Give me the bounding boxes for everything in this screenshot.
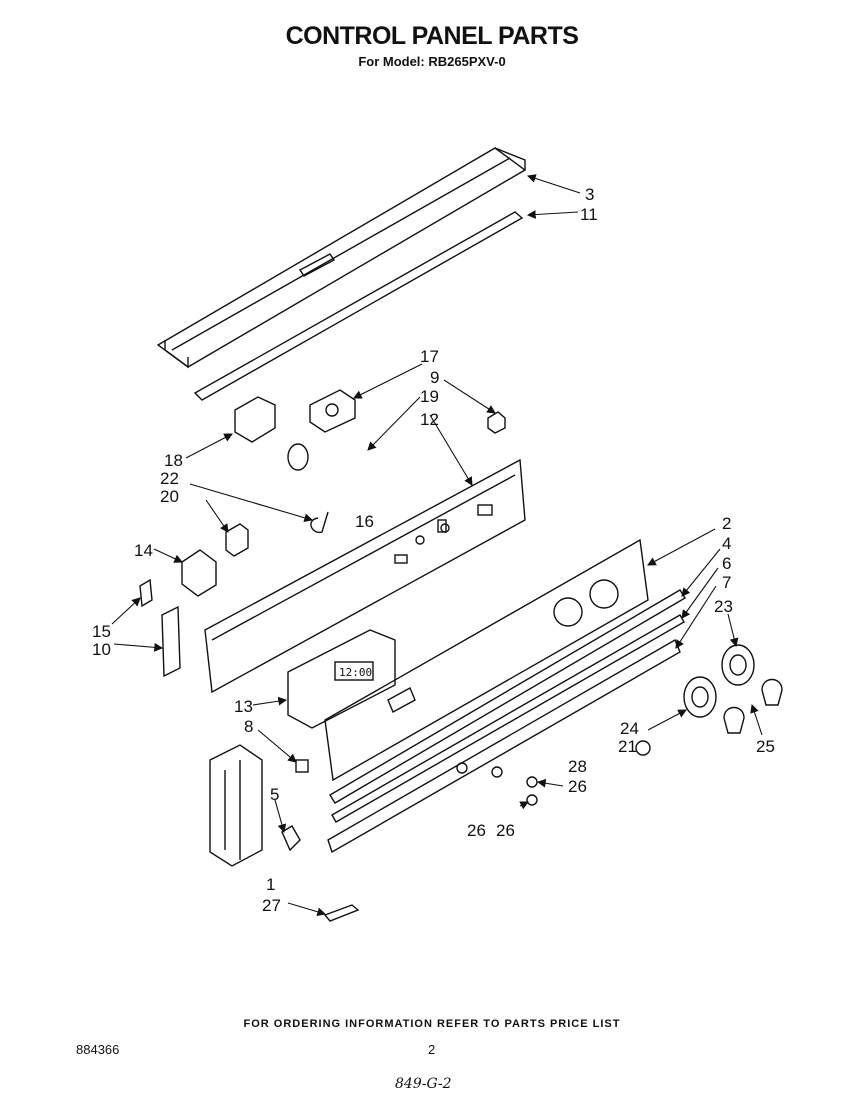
timer-module-part — [287, 629, 396, 729]
knob-25b-part — [723, 706, 745, 734]
front-panel-part — [324, 538, 649, 782]
callout-label: 1 — [266, 875, 275, 894]
clip-part — [487, 411, 506, 434]
small-clip-part — [139, 578, 153, 608]
model-subtitle: For Model: RB265PXV-0 — [358, 54, 506, 69]
clip-5-part — [281, 825, 301, 852]
callout-label: 15 — [92, 622, 111, 641]
callout-label: 8 — [244, 717, 253, 736]
callout-label: 28 — [568, 757, 587, 776]
callout-label: 26 — [496, 821, 515, 840]
screw-26b-part — [526, 794, 538, 806]
callout-label: 18 — [164, 451, 183, 470]
callout-label: 3 — [585, 185, 594, 204]
callout-label: 24 — [620, 719, 639, 738]
screw-26a-part — [526, 776, 538, 788]
knob-skirt-24-part — [683, 676, 717, 718]
callout-label: 25 — [756, 737, 775, 756]
callout-label: 27 — [262, 896, 281, 915]
ordering-note: FOR ORDERING INFORMATION REFER TO PARTS … — [243, 1018, 621, 1030]
ring-part — [287, 443, 309, 471]
trim-strip-4-part — [329, 589, 686, 804]
handwritten-note: 849-G-2 — [395, 1076, 452, 1092]
trim-strip-part — [193, 211, 524, 401]
small-block-part — [295, 759, 309, 773]
electronic-control-part — [209, 744, 263, 867]
trim-strip-7-part — [327, 638, 681, 854]
callout-label: 5 — [270, 785, 279, 804]
callout-label: 16 — [355, 512, 374, 531]
small-bracket-part — [225, 523, 249, 557]
callout-label: 17 — [420, 347, 439, 366]
spacer-28-part — [456, 762, 468, 774]
callout-label: 2 — [722, 514, 731, 533]
switch-box-part — [234, 396, 276, 443]
display-readout: 12:00 — [339, 666, 372, 679]
callout-label: 4 — [722, 534, 731, 553]
button-21-part — [635, 740, 651, 756]
strip-27-part — [323, 904, 360, 922]
bracket-block-part — [309, 389, 356, 433]
cover-part — [181, 549, 217, 597]
callout-label: 20 — [160, 487, 179, 506]
callout-label: 26 — [568, 777, 587, 796]
callout-label: 26 — [467, 821, 486, 840]
callout-label: 19 — [420, 387, 439, 406]
page-title: CONTROL PANEL PARTS — [285, 22, 579, 50]
callout-label: 22 — [160, 469, 179, 488]
rear-panel-part — [204, 458, 526, 694]
callout-label: 7 — [722, 573, 731, 592]
document-number: 884366 — [76, 1042, 120, 1057]
hook-part — [310, 511, 329, 534]
callout-label: 13 — [234, 697, 253, 716]
top-channel-part — [156, 147, 527, 369]
callout-label: 11 — [580, 205, 598, 224]
callout-label: 9 — [430, 368, 439, 387]
callout-label: 23 — [714, 597, 733, 616]
callout-label: 12 — [420, 410, 439, 429]
side-bracket-part — [161, 605, 181, 678]
page-number: 2 — [428, 1042, 436, 1057]
callout-label: 21 — [618, 737, 637, 756]
callout-label: 10 — [92, 640, 111, 659]
callout-label: 6 — [722, 554, 731, 573]
knob-25a-part — [761, 678, 783, 706]
knob-skirt-23-part — [721, 644, 755, 686]
callout-label: 14 — [134, 541, 153, 560]
trim-strip-6-part — [331, 614, 685, 823]
